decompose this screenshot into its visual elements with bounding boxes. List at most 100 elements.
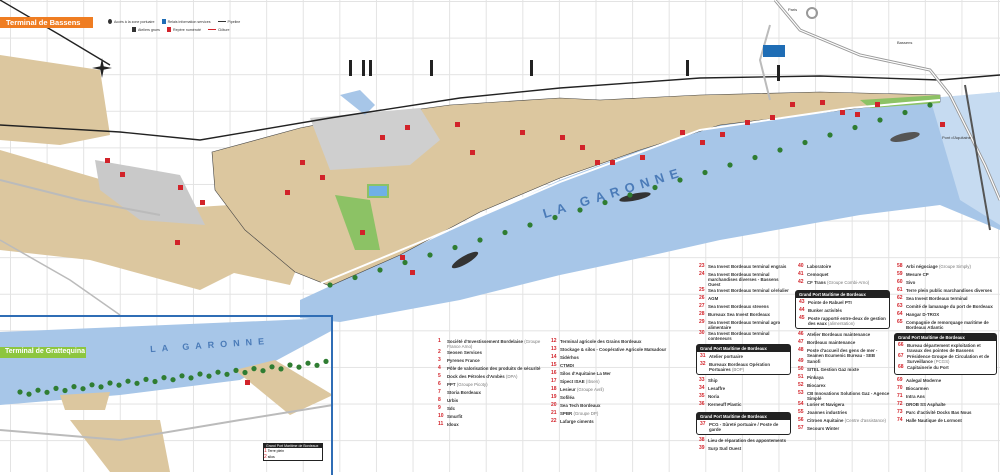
location-marker[interactable] <box>560 135 565 140</box>
location-marker[interactable] <box>360 230 365 235</box>
item-subtext: (alimentation) <box>828 321 855 326</box>
item-number: 32 <box>700 361 706 367</box>
item-text: SPBR <box>560 411 573 416</box>
item-number: 7 <box>438 389 441 395</box>
item-label: Pinkaya <box>807 375 890 380</box>
location-marker[interactable] <box>380 135 385 140</box>
location-marker[interactable] <box>875 102 880 107</box>
item-text: Capitainerie du Port <box>907 365 949 370</box>
location-marker[interactable] <box>245 380 250 385</box>
item-label: Atelier portuaire <box>709 354 787 359</box>
location-marker[interactable] <box>178 185 183 190</box>
item-number: 30 <box>699 330 705 336</box>
item-label: Sivo <box>906 280 997 285</box>
location-marker[interactable] <box>790 102 795 107</box>
item-number: 20 <box>551 402 557 408</box>
legend-fence: Clôture <box>207 27 230 32</box>
location-marker[interactable] <box>595 160 600 165</box>
location-marker[interactable] <box>405 125 410 130</box>
tree-icon <box>852 124 858 131</box>
location-marker[interactable] <box>175 240 180 245</box>
inset-land3 <box>235 360 333 415</box>
tree-icon <box>827 132 833 138</box>
location-marker[interactable] <box>840 110 845 115</box>
item-number: 37 <box>700 421 706 427</box>
location-marker[interactable] <box>820 100 825 105</box>
item-text: Pointe de Rabuel PTI <box>808 300 852 305</box>
item-label: Arbi négociage (Groupe Simply) <box>906 264 997 269</box>
tree-icon <box>652 184 658 191</box>
location-marker[interactable] <box>610 160 615 165</box>
location-marker[interactable] <box>200 200 205 205</box>
location-marker[interactable] <box>745 120 750 125</box>
item-number: 52 <box>798 382 804 388</box>
item-label: Aalegal Moderne <box>906 378 997 383</box>
location-marker[interactable] <box>855 112 860 117</box>
item-number: 56 <box>798 417 804 423</box>
location-marker[interactable] <box>120 172 125 177</box>
location-marker[interactable] <box>680 130 685 135</box>
item-label: Intra Ans <box>906 394 997 399</box>
location-marker[interactable] <box>640 155 645 160</box>
location-marker[interactable] <box>105 158 110 163</box>
item-number: 70 <box>897 385 903 391</box>
tree-icon <box>233 367 239 373</box>
item-text: Pyrenex France <box>447 358 480 363</box>
location-marker[interactable] <box>300 160 305 165</box>
item-number: 31 <box>700 353 706 359</box>
item-text: Idoux <box>447 422 459 427</box>
location-marker[interactable] <box>940 122 945 127</box>
grattequina-inset <box>0 315 333 475</box>
tree-icon <box>296 364 302 370</box>
location-marker[interactable] <box>455 122 460 127</box>
location-marker[interactable] <box>410 270 415 275</box>
location-marker[interactable] <box>470 150 475 155</box>
location-marker[interactable] <box>320 175 325 180</box>
inset-land <box>60 392 110 410</box>
location-marker[interactable] <box>770 115 775 120</box>
item-label: Compagnie de remorquage maritime de Bord… <box>906 320 997 330</box>
location-marker[interactable] <box>720 132 725 137</box>
location-marker[interactable] <box>285 190 290 195</box>
item-number: 67 <box>898 353 904 359</box>
location-marker[interactable] <box>700 140 705 145</box>
bridge-label: Pont d'Aquitaine <box>942 135 972 140</box>
item-number: 73 <box>897 409 903 415</box>
item-text: Poste rapporté entre-deux de gestion des… <box>808 316 886 326</box>
item-text: Intra Ans <box>906 394 925 399</box>
location-marker[interactable] <box>400 255 405 260</box>
item-label: Sea Tech Bordeaux <box>560 403 691 408</box>
item-text: Sipect ISAE <box>560 379 585 384</box>
box-header: Grand Port Maritime de Bordeaux <box>697 345 790 352</box>
legend-label: Accès à la zone portuaire <box>114 19 155 24</box>
item-number: 11 <box>438 421 444 427</box>
item-label: Poste rapporté entre-deux de gestion des… <box>808 316 886 326</box>
item-text: Secours Winter <box>807 426 840 431</box>
item-label: Noria <box>708 394 791 399</box>
land-zone-left3 <box>150 205 300 285</box>
item-text: Urbis <box>447 398 459 403</box>
item-text: Bordeaux maintenance <box>807 340 856 345</box>
location-marker[interactable] <box>520 130 525 135</box>
item-number: 22 <box>551 418 557 424</box>
item-text: Sanofi <box>807 359 821 364</box>
tree-icon <box>752 154 758 161</box>
location-marker[interactable] <box>580 145 585 150</box>
item-label: Halle Nautique de Lormont <box>906 418 997 423</box>
item-label: Storia Bordeaux <box>447 390 546 395</box>
item-number: 44 <box>799 307 805 313</box>
